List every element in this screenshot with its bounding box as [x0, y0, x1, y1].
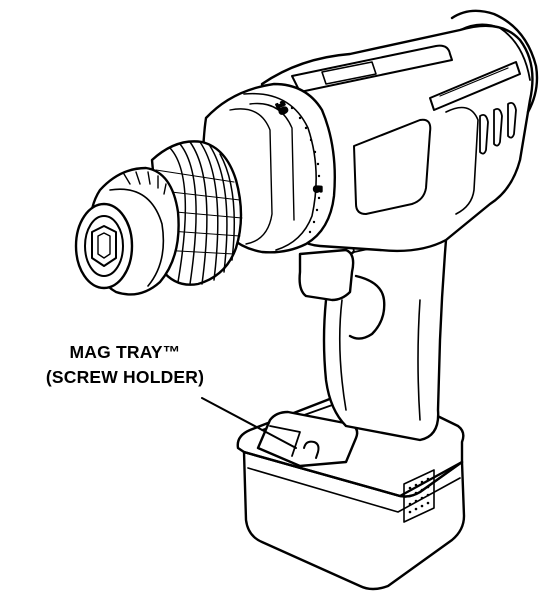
drill-handle — [322, 228, 448, 442]
chuck-jaws — [74, 202, 134, 290]
clutch-dial-ticks — [290, 106, 321, 234]
battery-vent-grid — [408, 477, 430, 514]
callout-subtitle: (SCREW HOLDER) — [45, 367, 205, 387]
callout-leader-line — [201, 397, 297, 449]
clutch-mark-5: 5 — [311, 186, 323, 192]
mag-tray-callout: MAG TRAY™ (SCREW HOLDER) — [0, 340, 250, 390]
callout-title: MAG TRAY™ — [69, 342, 181, 362]
